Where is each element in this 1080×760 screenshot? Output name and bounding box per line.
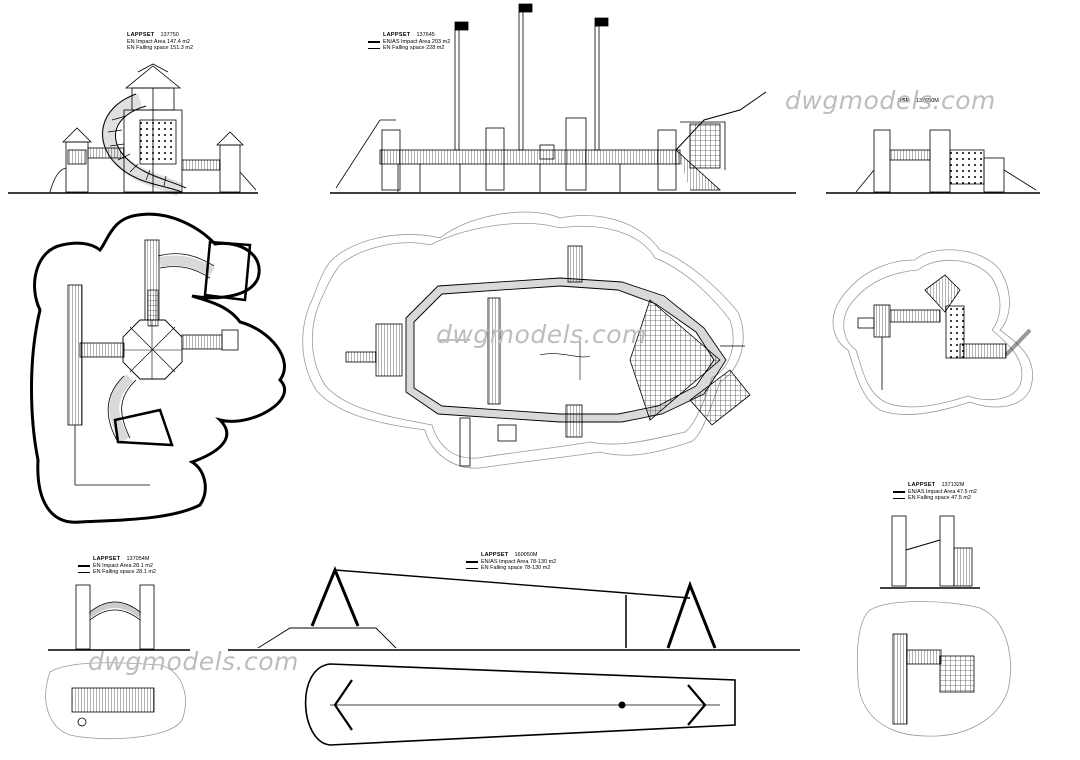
brand-text: LAPPSET — [383, 32, 411, 38]
plan-137750 — [30, 212, 286, 524]
falling-space-text: EN Falling space 151.3 m2 — [127, 45, 194, 51]
legend-thin-line — [466, 567, 478, 569]
brand-text: PSE — [898, 98, 910, 104]
plan-137650M — [832, 249, 1034, 415]
model-code: 137645 — [416, 32, 435, 38]
brand-text: LAPPSET — [93, 556, 121, 562]
legend-thick-line — [78, 564, 90, 567]
impact-area-text: EN Impact Area 147.4 m2 — [127, 38, 190, 45]
label-137645: LAPPSET 137645 EN/AS Impact Area 203 m2 E… — [368, 32, 450, 52]
brand-text: LAPPSET — [127, 32, 155, 38]
label-137650M: PSE 137650M — [898, 98, 939, 105]
falling-space-text: EN Falling space 228 m2 — [383, 45, 445, 51]
legend-thin-line — [893, 497, 905, 499]
label-137054M: LAPPSET 137054M EN Impact Area 28.1 m2 EN… — [78, 556, 156, 576]
model-code: 160050M — [514, 552, 538, 558]
legend-thick-line — [466, 560, 478, 563]
falling-space-text: EN Falling space 47.5 m2 — [908, 495, 971, 501]
watermark-bottom-left: dwgmodels.com — [88, 647, 299, 676]
elevation-160050M — [228, 566, 800, 746]
impact-area-text: EN/AS Impact Area 47.5 m2 — [908, 488, 977, 495]
legend-thick-line — [893, 490, 905, 493]
label-137750: LAPPSET 137750 EN Impact Area 147.4 m2 EN… — [127, 32, 193, 52]
watermark-top-right: dwgmodels.com — [785, 86, 996, 115]
plan-137645 — [302, 211, 751, 469]
legend-thin-line — [368, 47, 380, 49]
impact-area-text: EN Impact Area 28.1 m2 — [93, 562, 153, 569]
model-code: 137650M — [915, 98, 939, 104]
model-code: 137054M — [126, 556, 150, 562]
label-137132M: LAPPSET 137132M EN/AS Impact Area 47.5 m2… — [893, 482, 977, 502]
brand-text: LAPPSET — [481, 552, 509, 558]
legend-thin-line — [78, 571, 90, 573]
impact-area-text: EN/AS Impact Area 203 m2 — [383, 38, 451, 45]
legend-thick-line — [368, 40, 380, 43]
elevation-137650M — [826, 129, 1040, 194]
elevation-137645 — [330, 3, 796, 194]
elevation-137054M — [45, 584, 190, 740]
watermark-center: dwgmodels.com — [436, 320, 647, 349]
brand-text: LAPPSET — [908, 482, 936, 488]
elevation-137750 — [8, 63, 258, 197]
falling-space-text: EN Falling space 78-130 m2 — [481, 565, 551, 571]
falling-space-text: EN Falling space 28.1 m2 — [93, 569, 156, 575]
label-160050M: LAPPSET 160050M EN/AS Impact Area 78-130 … — [466, 552, 556, 572]
model-code: 137132M — [941, 482, 965, 488]
elevation-137132M — [856, 515, 1011, 737]
model-code: 137750 — [160, 32, 179, 38]
impact-area-text: EN/AS Impact Area 78-130 m2 — [481, 558, 557, 565]
